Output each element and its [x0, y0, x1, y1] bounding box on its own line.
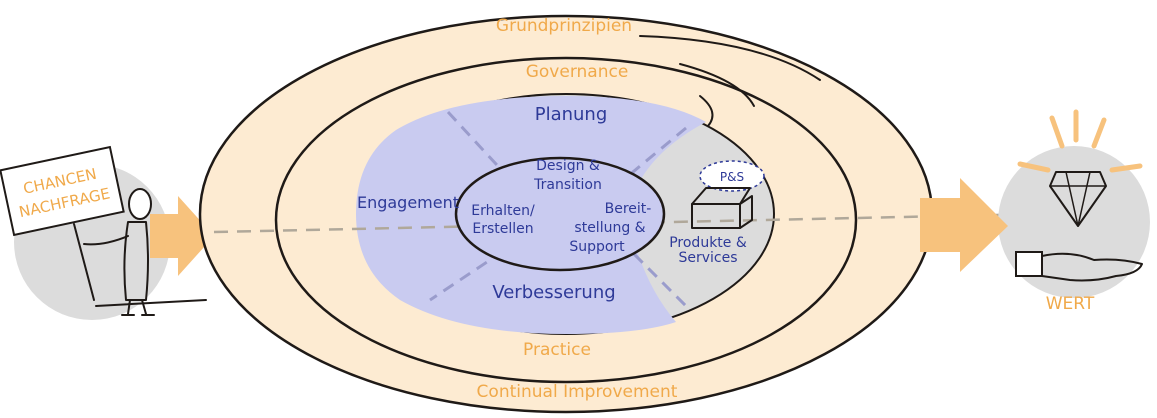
sign-board — [0, 145, 125, 237]
label-continual-improvement: Continual Improvement — [477, 382, 678, 402]
value-chain-divider — [429, 110, 688, 308]
label-wert: WERT — [1046, 294, 1095, 314]
label-erhalten-line-1: Erhalten/ — [471, 203, 535, 219]
products-box-tag: P&S — [720, 170, 744, 184]
label-bereitstellung-line-3: Support — [569, 239, 625, 255]
value-chain-core — [454, 156, 666, 272]
label-produkte-line-2: Services — [678, 250, 737, 266]
hand-icon — [1015, 251, 1143, 282]
label-erhalten-line-2: Erstellen — [472, 221, 533, 237]
label-grundprinzipien: Grundprinzipien — [496, 16, 632, 36]
person-holding-sign-icon — [0, 145, 207, 316]
label-planung: Planung — [535, 104, 608, 125]
label-practice: Practice — [523, 340, 591, 360]
label-bereitstellung-line-2: stellung & — [574, 220, 645, 236]
input-arrow — [150, 196, 214, 276]
box-icon — [691, 160, 765, 229]
label-engagement: Engagement — [357, 193, 459, 212]
label-produkte-line-1: Produkte & — [669, 235, 747, 251]
label-design-line-1: Design & — [536, 158, 600, 174]
diamond-icon — [1017, 109, 1143, 227]
label-bereitstellung-line-1: Bereit- — [605, 201, 652, 217]
label-verbesserung: Verbesserung — [492, 282, 615, 303]
label-design-line-2: Transition — [533, 177, 602, 193]
label-governance: Governance — [526, 62, 629, 82]
output-arrow — [920, 178, 1008, 272]
